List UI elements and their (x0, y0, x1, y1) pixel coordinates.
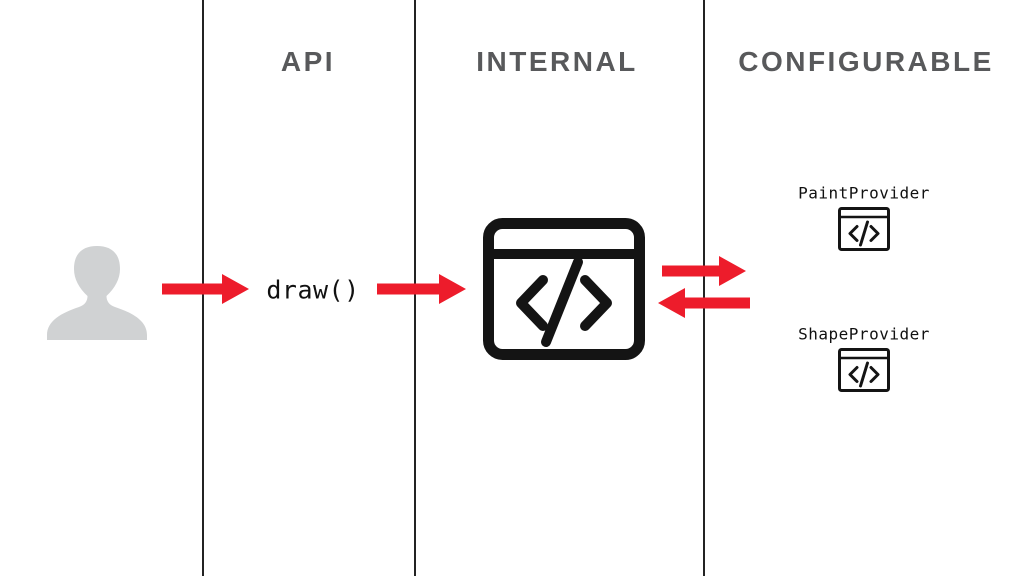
column-header-internal: INTERNAL (476, 46, 638, 77)
paint-provider-label: PaintProvider (798, 183, 930, 203)
arrow-internal-to-configurable (662, 256, 746, 286)
shape-provider-label: ShapeProvider (798, 324, 930, 344)
paint-provider-code-window-icon (838, 207, 890, 251)
draw-call-label: draw() (266, 275, 360, 305)
user-silhouette-icon (47, 246, 147, 340)
arrow-user-to-draw (162, 274, 249, 304)
code-window-icon (483, 218, 645, 360)
shape-provider-code-window-icon (838, 348, 890, 392)
arrow-draw-to-internal (377, 274, 466, 304)
column-divider-3 (703, 0, 705, 576)
column-header-configurable: CONFIGURABLE (738, 46, 994, 77)
column-header-api: API (280, 46, 336, 77)
arrow-configurable-to-internal (658, 288, 750, 318)
